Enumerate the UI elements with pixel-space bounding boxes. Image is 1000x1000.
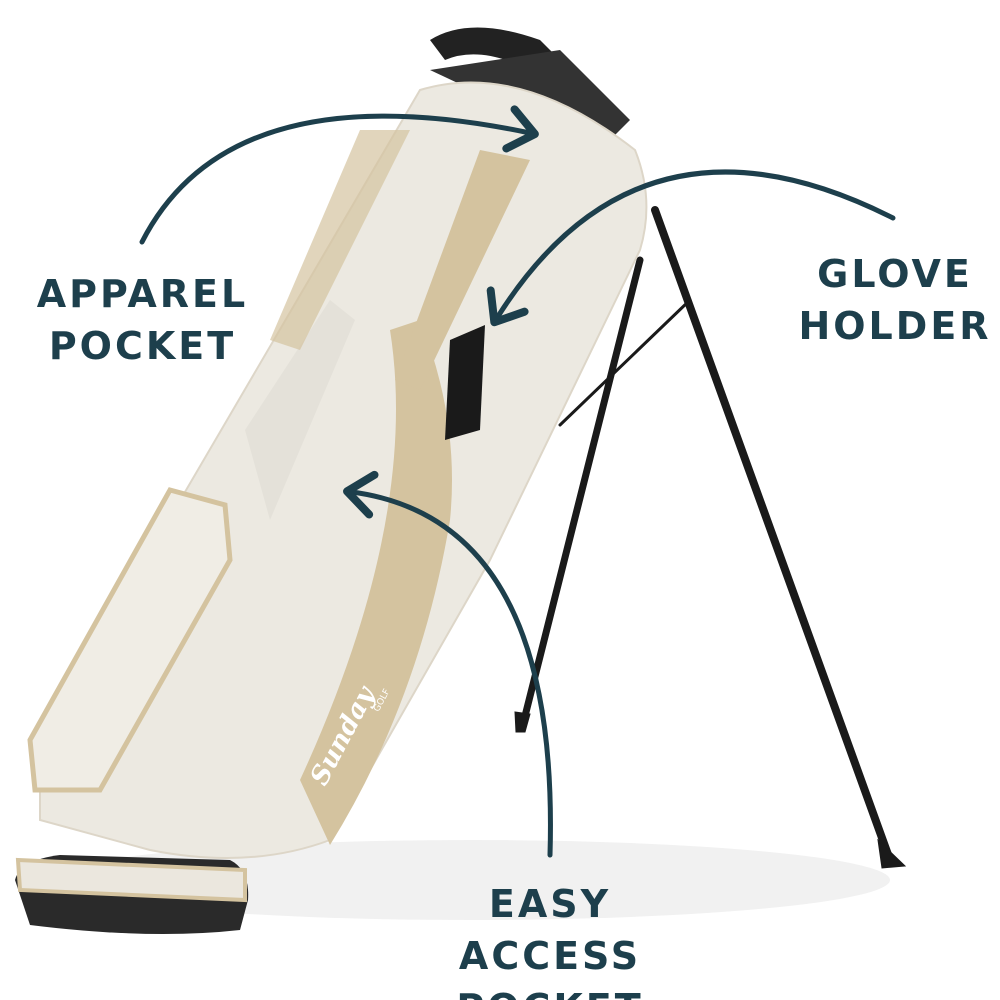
glove-holder-patch [445, 325, 485, 440]
stand-legs [514, 206, 907, 869]
label-line: POCKET [390, 982, 710, 1000]
mesh-pocket [245, 300, 355, 520]
ground-shadow [50, 840, 890, 920]
bag-body [39, 81, 648, 859]
zipper-pocket [395, 150, 530, 390]
label-line: EASY ACCESS [458, 882, 642, 978]
bag-trim [300, 320, 452, 845]
easy-access-arrow [343, 470, 553, 858]
label-line: HOLDER [798, 304, 992, 348]
apparel-arrow [139, 105, 539, 245]
front-pocket [27, 487, 233, 793]
apparel-pocket-label: APPAREL POCKET [20, 268, 265, 372]
label-line: GLOVE [817, 252, 973, 296]
label-line: APPAREL [36, 272, 249, 316]
glove-arrow [486, 169, 896, 327]
glove-holder-label: GLOVE HOLDER [790, 248, 1000, 352]
label-line: POCKET [48, 324, 237, 368]
strap [270, 130, 410, 350]
easy-access-pocket-label: EASY ACCESS POCKET [390, 878, 710, 1000]
